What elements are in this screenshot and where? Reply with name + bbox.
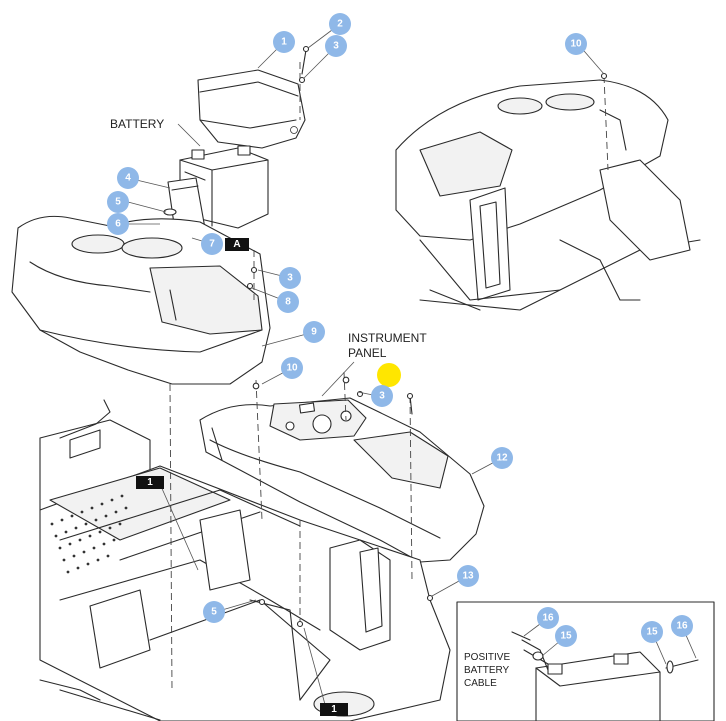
callout-9[interactable]: 9 [303,321,325,343]
callout-15-right[interactable]: 15 [641,621,663,643]
svg-text:A: A [233,239,240,250]
callout-5-battery[interactable]: 5 [107,191,129,213]
svg-text:13: 13 [462,571,474,582]
svg-text:4: 4 [125,173,131,184]
svg-text:16: 16 [676,621,688,632]
callout-16-left[interactable]: 16 [537,607,559,629]
battery-label: BATTERY [110,117,164,131]
svg-text:1: 1 [331,704,337,715]
svg-text:5: 5 [115,197,121,208]
positive-battery-cable-label-line2: BATTERY [464,665,510,676]
highlight-marker [377,363,401,387]
tag-1-upper: 1 [136,476,164,489]
svg-text:2: 2 [337,19,343,30]
callout-10-console[interactable]: 10 [281,357,303,379]
tag-a: A [225,238,249,251]
callout-1[interactable]: 1 [273,31,295,53]
callout-15-left[interactable]: 15 [555,625,577,647]
callout-3-mid[interactable]: 3 [279,267,301,289]
frame-perforations [50,494,128,574]
svg-text:1: 1 [281,37,287,48]
svg-text:9: 9 [311,327,317,338]
svg-text:6: 6 [115,219,121,230]
callout-4[interactable]: 4 [117,167,139,189]
positive-battery-cable-label-line3: CABLE [464,678,497,689]
console [11,215,271,385]
callout-3-panel[interactable]: 3 [371,385,393,407]
svg-text:15: 15 [560,631,572,642]
svg-text:8: 8 [285,297,291,308]
tag-1-lower: 1 [320,703,348,716]
svg-text:16: 16 [542,613,554,624]
callout-10-assembled[interactable]: 10 [565,33,587,55]
svg-text:15: 15 [646,627,658,638]
svg-text:5: 5 [211,607,217,618]
assembly-lines [169,62,413,691]
svg-text:10: 10 [286,363,298,374]
callout-6[interactable]: 6 [107,213,129,235]
svg-text:3: 3 [287,273,293,284]
svg-text:12: 12 [496,453,508,464]
svg-text:1: 1 [147,477,153,488]
battery [179,145,269,229]
svg-text:7: 7 [209,239,215,250]
svg-text:10: 10 [570,39,582,50]
instrument-panel [199,397,485,563]
inset-box [456,601,715,721]
instrument-panel-label-line2: PANEL [348,346,387,360]
assembled-view [395,75,701,311]
callout-3-top[interactable]: 3 [325,35,347,57]
svg-text:3: 3 [379,391,385,402]
callout-5-frame[interactable]: 5 [203,601,225,623]
callout-16-right[interactable]: 16 [671,615,693,637]
positive-battery-cable-label-line1: POSITIVE [464,652,510,663]
battery-cover [197,69,306,149]
callout-8[interactable]: 8 [277,291,299,313]
svg-text:3: 3 [333,41,339,52]
callout-13[interactable]: 13 [457,565,479,587]
instrument-panel-label-line1: INSTRUMENT [348,331,427,345]
callout-12[interactable]: 12 [491,447,513,469]
callout-7[interactable]: 7 [201,233,223,255]
callout-2[interactable]: 2 [329,13,351,35]
